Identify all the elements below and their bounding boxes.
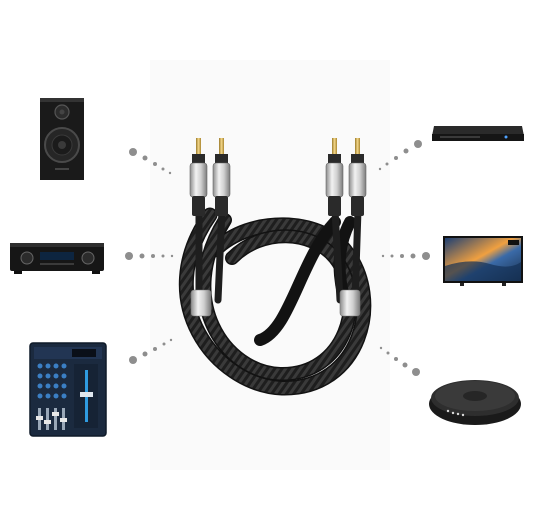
rca-plug-right-1 — [325, 138, 344, 216]
rca-plug-right-2 — [348, 138, 367, 216]
connector-line-tv — [381, 252, 430, 260]
rca-plug-left-1 — [189, 138, 208, 216]
av-receiver — [10, 243, 104, 274]
dvd-player — [432, 126, 524, 141]
rca-cable — [178, 138, 372, 396]
bookshelf-speaker — [40, 98, 84, 180]
cd-player — [429, 380, 521, 425]
television — [443, 236, 523, 286]
connector-lines — [125, 140, 430, 376]
connector-line-mixer — [129, 338, 173, 364]
rca-plug-left-2 — [212, 138, 231, 216]
connector-line-cd — [379, 346, 420, 376]
cable-band-left — [190, 289, 212, 317]
cable-band-right — [339, 289, 361, 317]
audio-mixer — [29, 342, 107, 437]
cable-coil — [178, 207, 372, 396]
connector-line-speaker — [129, 148, 172, 175]
cable-tails — [195, 206, 362, 304]
connector-line-dvd — [378, 140, 422, 171]
connector-line-receiver — [125, 252, 174, 260]
